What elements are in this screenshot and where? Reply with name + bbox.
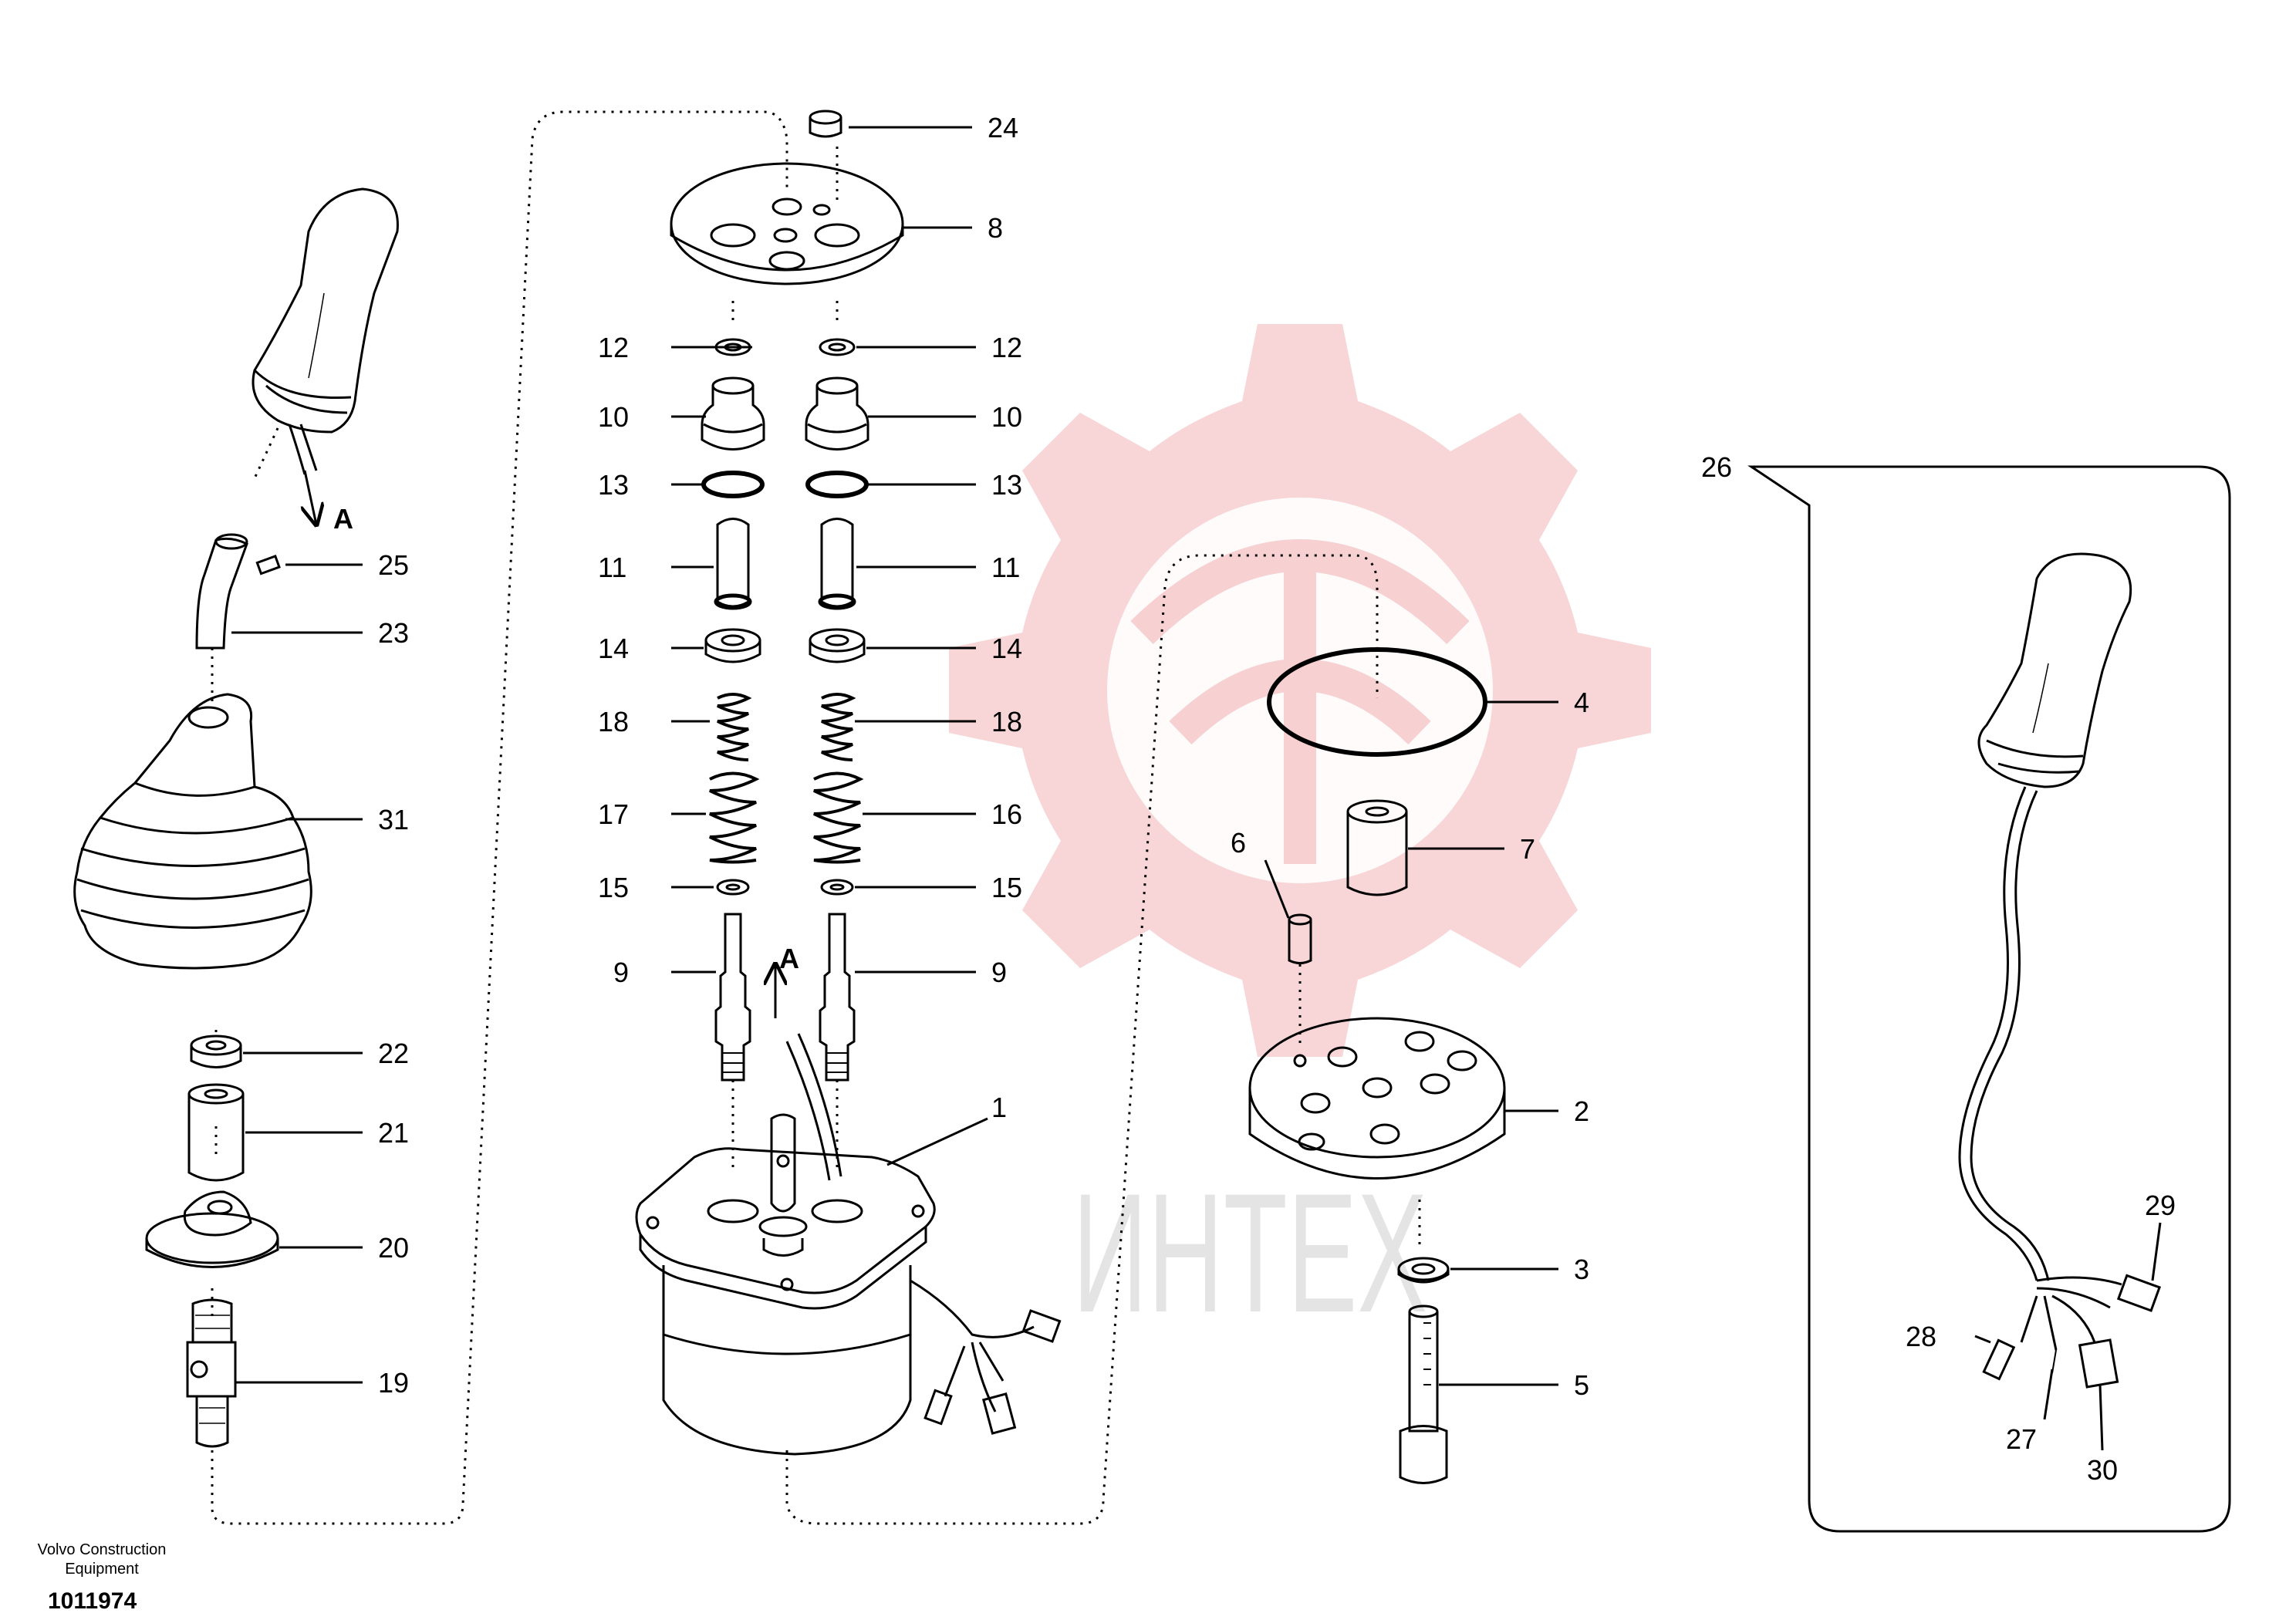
part-1-wire-harness [910, 1279, 1062, 1435]
callout-14-left: 14 [598, 633, 629, 664]
callout-18-left: 18 [598, 706, 629, 737]
view-marker-a-top: A [333, 503, 353, 535]
callout-8: 8 [988, 212, 1003, 244]
callout-28: 28 [1906, 1321, 1936, 1352]
callout-5: 5 [1574, 1369, 1589, 1401]
part-23-tube [195, 533, 248, 650]
callout-14-right: 14 [991, 633, 1022, 664]
callout-31: 31 [378, 804, 409, 835]
part-9-plungers [714, 913, 856, 1082]
part-18-inner-springs [717, 693, 856, 761]
part-11-pins [714, 518, 856, 610]
company-name-line1: Volvo Construction [38, 1541, 167, 1558]
part-26-inset-frame [1747, 465, 2231, 1533]
callout-9-left: 9 [613, 957, 629, 988]
callout-2: 2 [1574, 1095, 1589, 1127]
callout-16: 16 [991, 798, 1022, 830]
callout-10-right: 10 [991, 401, 1022, 433]
callout-25: 25 [378, 549, 409, 581]
callout-26: 26 [1701, 451, 1732, 483]
callout-19: 19 [378, 1367, 409, 1399]
part-10-seals [701, 376, 869, 451]
part-handle [252, 187, 399, 475]
callout-13-right: 13 [991, 469, 1022, 501]
callout-3: 3 [1574, 1254, 1589, 1285]
part-2-casing [1248, 1017, 1506, 1180]
part-20-plate [145, 1190, 279, 1268]
view-marker-a-center: A [779, 943, 799, 974]
part-7-bushing [1346, 799, 1408, 896]
view-arrow-a-top [305, 470, 316, 525]
callout-20: 20 [378, 1232, 409, 1264]
part-21-sleeve [187, 1083, 245, 1182]
callout-10-left: 10 [598, 401, 629, 433]
part-5-bolt [1399, 1304, 1448, 1484]
part-16-17-outer-springs [709, 771, 864, 864]
part-22-nut [190, 1034, 242, 1068]
watermark: ИНТЕХ [949, 324, 1651, 1348]
part-14-spring-seats [704, 628, 866, 663]
callout-11-right: 11 [991, 552, 1020, 583]
callout-4: 4 [1574, 687, 1589, 718]
callout-27: 27 [2006, 1423, 2037, 1455]
callout-15-left: 15 [598, 872, 629, 903]
drawing-number: 1011974 [48, 1588, 137, 1614]
callout-23: 23 [378, 617, 409, 649]
callout-13-left: 13 [598, 469, 629, 501]
part-15-washers [716, 879, 854, 896]
part-19-universal-joint [186, 1298, 237, 1448]
part-3-washer [1397, 1257, 1450, 1284]
callout-11-left: 11 [598, 552, 626, 583]
callout-1: 1 [991, 1092, 1007, 1123]
callout-24: 24 [988, 112, 1018, 143]
callout-30: 30 [2087, 1454, 2118, 1486]
callout-29: 29 [2145, 1190, 2176, 1221]
part-26-handle-assembly [1958, 552, 2162, 1389]
callout-7: 7 [1520, 833, 1535, 865]
part-31-rubber-boot [73, 693, 312, 970]
part-6-pin [1288, 913, 1312, 964]
callout-6: 6 [1231, 827, 1246, 859]
part-25-screw [255, 555, 281, 575]
callout-9-right: 9 [991, 957, 1007, 988]
callout-12-left: 12 [598, 332, 629, 363]
part-24-plug [809, 110, 842, 138]
part-13-o-rings [701, 471, 869, 498]
callout-21: 21 [378, 1117, 409, 1149]
callout-labels: 24 8 12 12 10 10 13 13 11 11 14 14 18 18… [333, 112, 2176, 1486]
title-block: Volvo Construction Equipment 1011974 [38, 1541, 167, 1614]
leader-lines [231, 126, 2162, 1451]
callout-15-right: 15 [991, 872, 1022, 903]
watermark-text: ИНТЕХ [1072, 1158, 1427, 1348]
callout-12-right: 12 [991, 332, 1022, 363]
company-name-line2: Equipment [65, 1561, 139, 1578]
part-1-valve-body [635, 1033, 936, 1456]
callout-22: 22 [378, 1038, 409, 1069]
callout-17: 17 [598, 798, 629, 830]
callout-18-right: 18 [991, 706, 1022, 737]
part-8-cover-plate [670, 162, 904, 285]
